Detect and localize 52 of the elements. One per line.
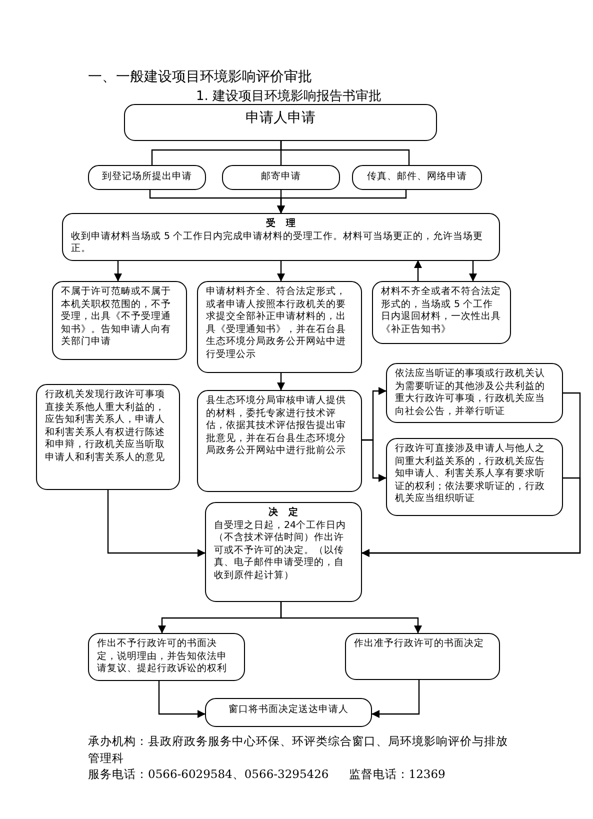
subheading: 1. 建设项目环境影响报告书审批 [196, 88, 382, 105]
process-box [88, 633, 245, 680]
box-text: 材料不齐全或者不符合法定形式的，当场或 5 个工作日内退回材料，一次性出具《补正告知书》 [381, 286, 502, 336]
box-text: 申请人申请 [244, 109, 316, 128]
process-box [205, 698, 372, 727]
process-box [62, 213, 500, 260]
process-box [386, 363, 563, 423]
arrow [107, 490, 206, 557]
box-text: 申请材料齐全、符合法定形式，或者申请人按照本行政机关的要求提交全部补正申请材料的，出具《受理通知书》，并在石台县生态环境分局政务公开网站中进行受理公示 [206, 286, 347, 361]
arrow [277, 190, 407, 214]
arrow [158, 680, 206, 718]
box-text: 作出不予行政许可的书面决定，说明理由，并告知依法申请复议、提起行政诉讼的权利 [97, 638, 228, 676]
process-box [205, 502, 362, 602]
box-heading: 决 定 [268, 507, 300, 520]
process-box [88, 165, 206, 190]
arrow [114, 260, 122, 282]
heading: 一、一般建设项目环境影响评价审批 [88, 68, 312, 86]
process-box [52, 281, 187, 360]
box-heading: 受 理 [265, 218, 297, 230]
arrow [277, 373, 285, 390]
process-box [124, 104, 437, 141]
box-text: 自受理之日起，24个工作日内（不含技术评估时间）作出许可或不予许可的决定。（以传真、电子邮件申请受理的，自收到原件起计算） [214, 520, 348, 582]
box-text: 传真、邮件、网络申请 [366, 171, 468, 184]
process-box [197, 390, 362, 492]
arrow [277, 260, 285, 282]
note: 服务电话：0566-6029584、0566-3295426 [88, 767, 329, 782]
arrow [362, 477, 581, 557]
box-text: 行政机关发现行政许可事项直接关系他人重大利益的，应告知利害关系人，申请人和利害关系人有权进行陈述和申辩，行政机关应当听取申请人和利害关系人的意见 [45, 389, 166, 464]
process-box [352, 165, 482, 190]
box-text: 不属于许可范畴或不属于本机关职权范围的，不予受理，出具《不予受理通知书》。告知申请人向有关部门申请 [61, 286, 172, 348]
arrow [280, 602, 422, 634]
process-box [386, 438, 563, 516]
arrow [469, 260, 477, 282]
connector-line [280, 141, 410, 165]
box-text: 县生态环境分局审核申请人提供的材料，委托专家进行技术评估，依据其技术评估报告提出审批意见，并在石台县生态环境分局政务公开网站中进行批前公示 [206, 395, 347, 458]
box-text: 行政许可直接涉及申请人与他人之间重大利益关系的，行政机关应告知申请人、利害关系人享有要求听证的权利；依法要求听证的，行政机关应当组织听证 [395, 443, 546, 506]
box-text: 窗口将书面决定送达申请人 [228, 704, 350, 716]
process-box [372, 281, 511, 344]
box-text: 作出准予行政许可的书面决定 [354, 638, 485, 650]
note: 监督电话：12369 [348, 767, 446, 782]
arrow [362, 439, 386, 482]
box-text: 到登记场所提出申请 [101, 171, 193, 184]
arrow [414, 260, 422, 281]
process-box [197, 281, 362, 373]
box-text: 依法应当听证的事项或行政机关认为需要听证的其他涉及公共利益的重大行政许可事项，行政机关应当向社会公告，并举行听证 [395, 368, 546, 418]
process-box [345, 633, 500, 680]
note: 承办机构：县政府政务服务中心环保、环评类综合窗口、局环境影响评价与排放管理科 [88, 733, 509, 767]
arrow [372, 680, 420, 718]
box-text: 收到申请材料当场或 5 个工作日内完成申请材料的受理工作。材料可当场更正的，允许当场更正。 [71, 230, 484, 256]
box-text: 邮寄申请 [260, 171, 302, 184]
process-box [36, 384, 180, 490]
process-box [222, 165, 340, 190]
